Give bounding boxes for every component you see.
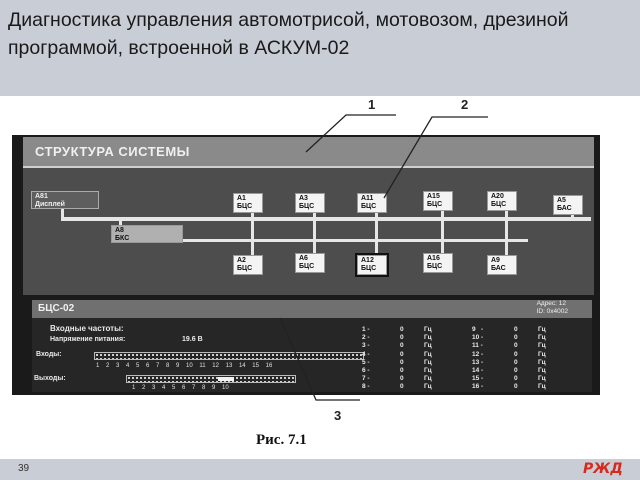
outputs-scale: 1 2 3 4 5 6 7 8 9 10	[132, 385, 229, 391]
bus-drop-a9	[505, 221, 508, 257]
freq-values-9-16: 0 0 0 0 0 0 0 0	[514, 326, 518, 391]
slide-footer: 39 РЖД	[0, 459, 640, 480]
system-structure-panel: СТРУКТУРА СИСТЕМЫ A81 Дисплей A8 БКС A1 …	[23, 137, 594, 295]
callout-3: 3	[334, 408, 342, 423]
node-a1-bcs[interactable]: A1 БЦС	[233, 193, 263, 213]
node-a8-type: БКС	[115, 234, 130, 242]
node-a6-type: БЦС	[299, 262, 315, 270]
freq-channels-9-16: 9 - 10 - 11 - 12 - 13 - 14 - 15 - 16 -	[472, 326, 484, 391]
node-a12-id: A12	[361, 257, 374, 264]
bcs-id: ID: 0x4002	[536, 308, 568, 315]
output-active-marker	[218, 377, 234, 381]
node-a15-type: БЦС	[427, 200, 443, 208]
rzd-logo: РЖД	[583, 461, 623, 477]
supply-voltage-label: Напряжение питания:	[50, 336, 126, 343]
bus-drop-a81	[61, 205, 64, 219]
node-a2-id: A2	[237, 257, 246, 264]
slide-header: Диагностика управления автомотрисой, мот…	[0, 0, 640, 96]
outputs-label: Выходы:	[34, 375, 66, 382]
freq-units-1-8: Гц Гц Гц Гц Гц Гц Гц Гц	[424, 326, 432, 391]
node-a81-type: Дисплей	[35, 200, 65, 208]
bcs-detail-panel: БЦС-02 Адрес: 12 ID: 0x4002 Входные част…	[32, 300, 592, 392]
node-a16-id: A16	[427, 255, 440, 262]
node-a15-bcs[interactable]: A15 БЦС	[423, 191, 453, 211]
node-a6-bcs[interactable]: A6 БЦС	[295, 253, 325, 273]
node-a11-bcs[interactable]: A11 БЦС	[357, 193, 387, 213]
node-a5-type: БАС	[557, 204, 572, 212]
inputs-label: Входы:	[36, 351, 62, 358]
callout-2: 2	[461, 97, 469, 112]
slide-title: Диагностика управления автомотрисой, мот…	[8, 9, 569, 59]
node-a8-bks[interactable]: A8 БКС	[111, 225, 183, 243]
bcs-address: Адрес: 12	[536, 300, 567, 307]
node-a1-type: БЦС	[237, 202, 253, 210]
node-a2-type: БЦС	[237, 264, 253, 272]
freq-values-1-8: 0 0 0 0 0 0 0 0	[400, 326, 404, 391]
bus-drop-a6	[313, 221, 316, 257]
node-a12-bcs[interactable]: A12 БЦС	[355, 253, 389, 277]
outputs-indicator-row	[126, 375, 296, 383]
node-a3-type: БЦС	[299, 202, 315, 210]
freq-channels-1-8: 1 - 2 - 3 - 4 - 5 - 6 - 7 - 8 -	[362, 326, 370, 391]
callout-1: 1	[368, 97, 376, 112]
bus-drop-a5	[571, 213, 574, 219]
system-structure-titlebar: СТРУКТУРА СИСТЕМЫ	[23, 137, 594, 168]
node-a3-id: A3	[299, 195, 308, 202]
bus-drop-a20	[505, 211, 508, 219]
node-a81-display[interactable]: A81 Дисплей	[31, 191, 99, 209]
system-structure-title: СТРУКТУРА СИСТЕМЫ	[35, 144, 190, 159]
node-a5-id: A5	[557, 197, 566, 204]
bus-drop-a15	[441, 211, 444, 219]
main-bus	[61, 217, 591, 221]
node-a12-type: БЦС	[361, 264, 377, 272]
system-screenshot: СТРУКТУРА СИСТЕМЫ A81 Дисплей A8 БКС A1 …	[12, 135, 600, 395]
node-a9-bas[interactable]: A9 БАС	[487, 255, 517, 275]
node-a81-id: A81	[35, 193, 48, 200]
freq-units-9-16: Гц Гц Гц Гц Гц Гц Гц Гц	[538, 326, 546, 391]
node-a16-bcs[interactable]: A16 БЦС	[423, 253, 453, 273]
bus-drop-a2	[251, 221, 254, 257]
bcs-title: БЦС-02	[38, 303, 75, 314]
node-a5-bas[interactable]: A5 БАС	[553, 195, 583, 215]
inputs-indicator-row	[94, 352, 364, 360]
node-a8-id: A8	[115, 227, 124, 234]
node-a9-type: БАС	[491, 264, 506, 272]
bcs-address-block: Адрес: 12 ID: 0x4002	[537, 300, 568, 316]
node-a20-bcs[interactable]: A20 БЦС	[487, 191, 517, 211]
lower-bus	[143, 239, 528, 242]
node-a11-id: A11	[361, 195, 374, 202]
node-a15-id: A15	[427, 193, 440, 200]
figure-caption: Рис. 7.1	[256, 432, 307, 448]
node-a9-id: A9	[491, 257, 500, 264]
page-number: 39	[18, 463, 30, 474]
bus-drop-a11	[375, 213, 378, 219]
bus-drop-a3	[313, 213, 316, 219]
inputs-scale: 1 2 3 4 5 6 7 8 9 10 11 12 13 14 15 16	[96, 363, 273, 369]
node-a6-id: A6	[299, 255, 308, 262]
node-a16-type: БЦС	[427, 262, 443, 270]
node-a20-id: A20	[491, 193, 504, 200]
bcs-titlebar: БЦС-02 Адрес: 12 ID: 0x4002	[32, 300, 592, 318]
input-freq-label: Входные частоты:	[50, 324, 124, 333]
node-a20-type: БЦС	[491, 200, 507, 208]
node-a3-bcs[interactable]: A3 БЦС	[295, 193, 325, 213]
node-a1-id: A1	[237, 195, 246, 202]
node-a2-bcs[interactable]: A2 БЦС	[233, 255, 263, 275]
bus-drop-a16	[441, 221, 444, 257]
bus-drop-a1	[251, 213, 254, 219]
bus-drop-a12	[375, 221, 378, 257]
supply-voltage-value: 19.6 В	[182, 336, 203, 343]
node-a11-type: БЦС	[361, 202, 377, 210]
